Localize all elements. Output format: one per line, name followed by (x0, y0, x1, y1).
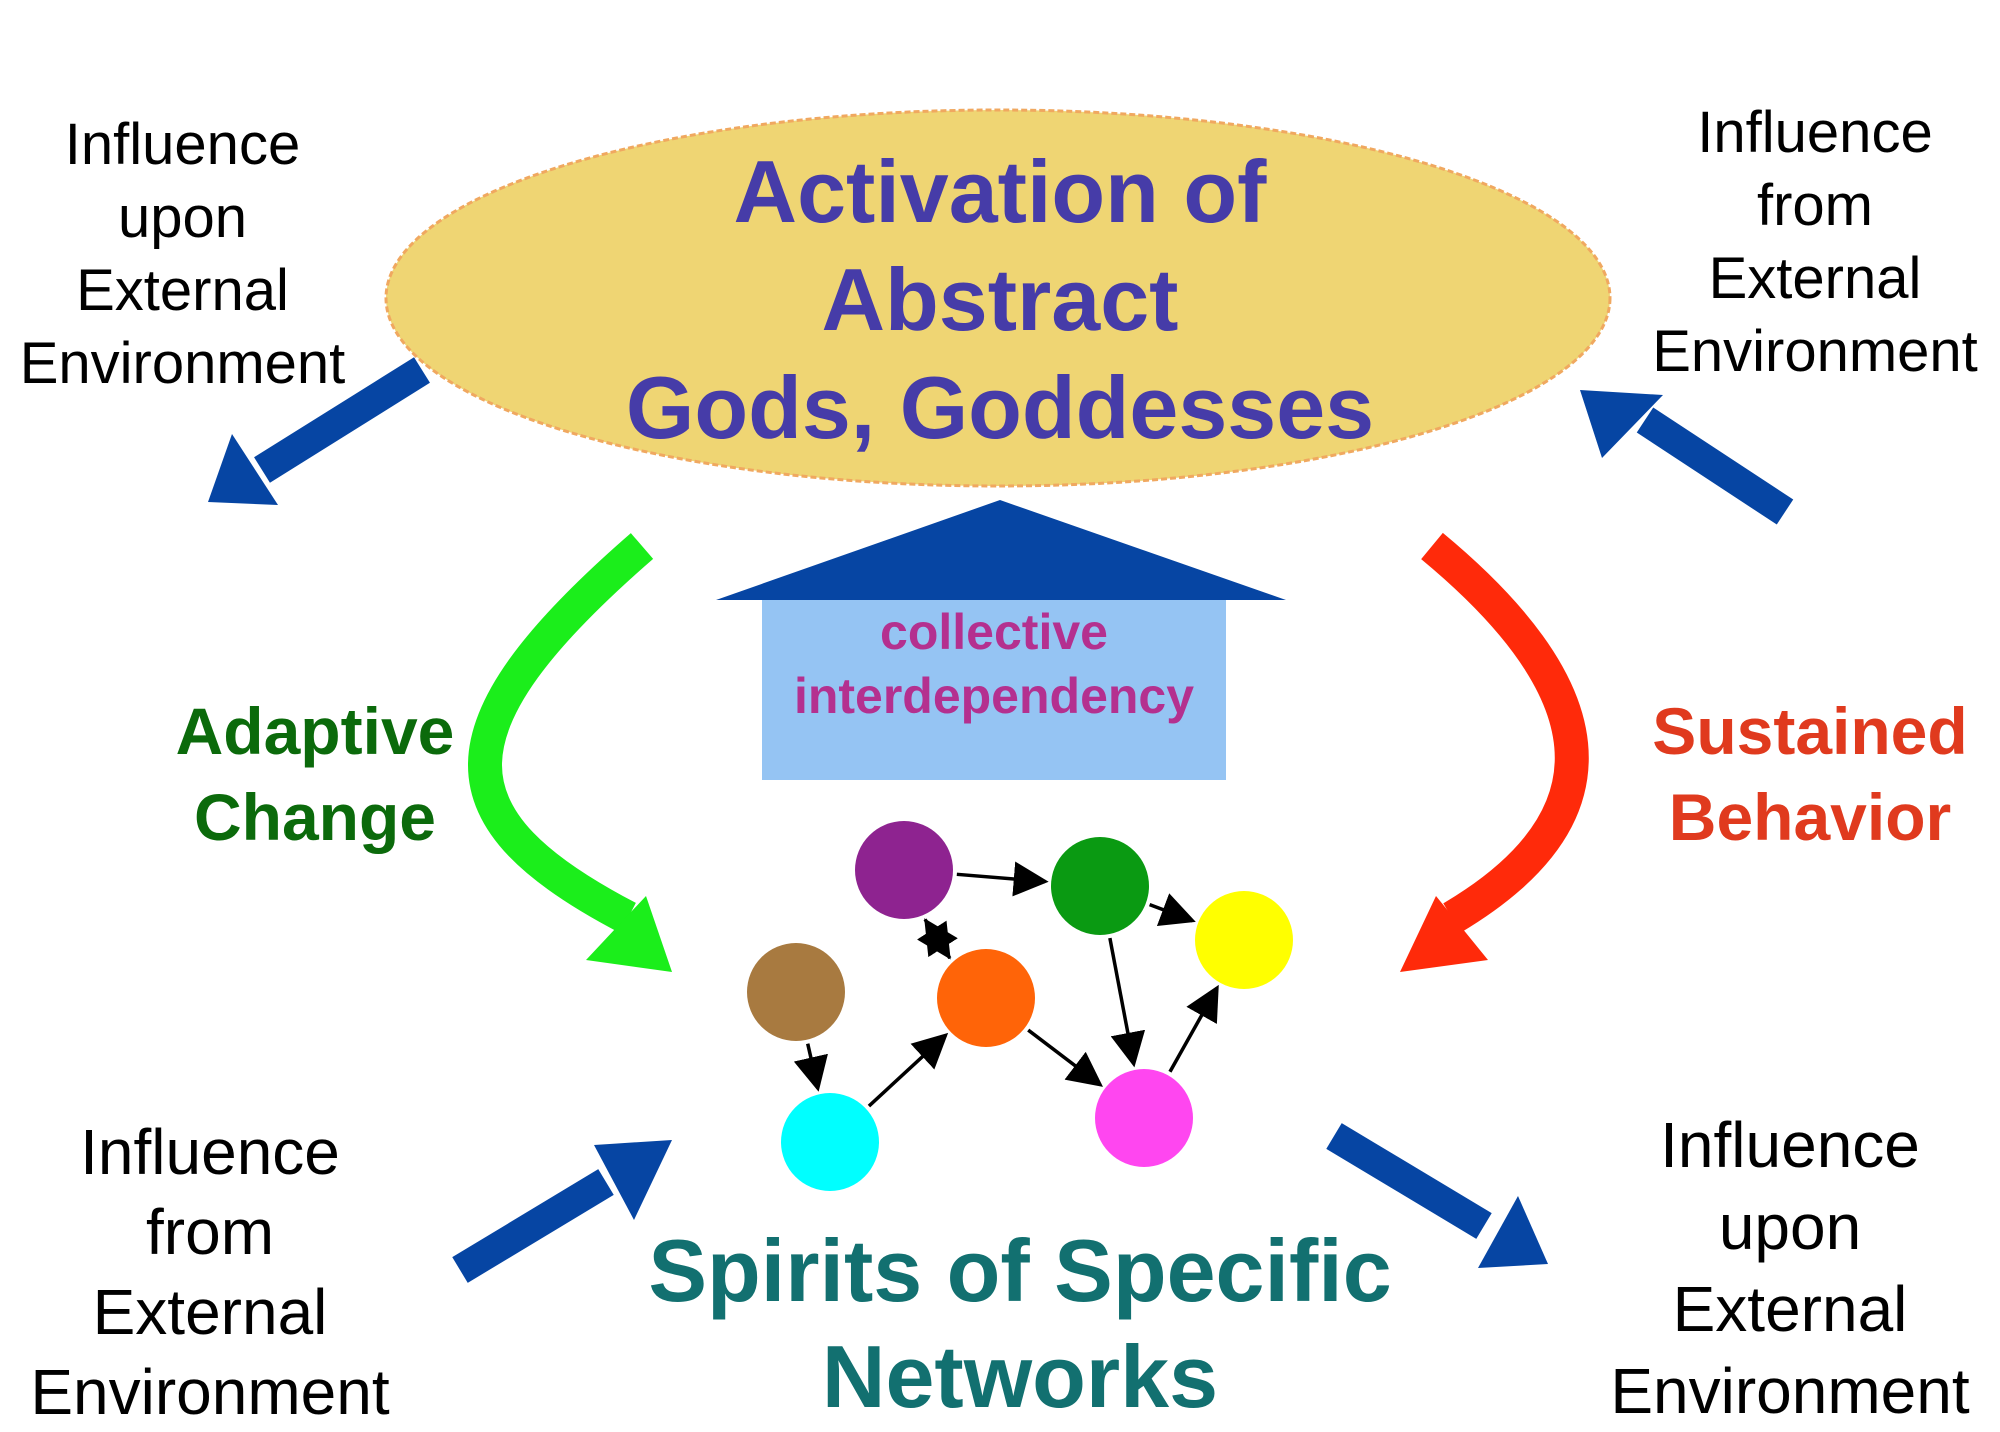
corner-tl-line-2: upon (117, 185, 248, 250)
corner-bl-line-2: from (146, 1196, 274, 1268)
adaptive-change-line-1: Adaptive (175, 694, 455, 768)
network-nodes (747, 821, 1293, 1191)
corner-bl-line-1: Influence (80, 1116, 340, 1188)
sustained-behavior-label: Sustained Behavior (1620, 688, 2000, 860)
network-edges (793, 861, 1219, 1108)
network-node-orange (937, 949, 1035, 1047)
corner-tr-line-1: Influence (1697, 100, 1933, 165)
corner-label-top-right: Influence from External Environment (1630, 96, 2000, 388)
gods-ellipse (384, 108, 1612, 488)
network-node-purple (855, 821, 953, 919)
network-node-green (1051, 837, 1149, 935)
adaptive-change-arrow (468, 533, 672, 972)
interdependency-line-2: interdependency (793, 668, 1195, 724)
network-edge-cyan-to-orange (867, 1032, 949, 1108)
gods-title-line-2: Abstract (821, 250, 1179, 349)
corner-label-top-left: Influence upon External Environment (0, 108, 365, 400)
network-node-yellow (1195, 891, 1293, 989)
arrow-influence-from-top-right (1580, 390, 1794, 525)
sustained-behavior-line-1: Sustained (1652, 694, 1968, 768)
collective-interdependency-arrow (716, 500, 1286, 780)
gods-title: Activation of Abstract Gods, Goddesses (560, 138, 1440, 462)
corner-tl-line-1: Influence (64, 112, 301, 177)
interdependency-box (762, 598, 1226, 780)
network-edge-brown-to-cyan (793, 1043, 828, 1092)
corner-tl-line-3: External (76, 258, 289, 323)
arrow-influence-from-bottom-left (452, 1140, 672, 1283)
interdependency-label: collective interdependency (762, 600, 1226, 728)
spirits-title: Spirits of Specific Networks (560, 1218, 1480, 1430)
network-edge-green-to-yellow (1149, 893, 1196, 927)
gods-title-line-3: Gods, Goddesses (625, 358, 1375, 457)
spirits-title-line-1: Spirits of Specific (648, 1221, 1392, 1320)
network-node-brown (747, 943, 845, 1041)
interdependency-line-1: collective (880, 604, 1108, 660)
corner-br-line-3: External (1672, 1273, 1908, 1345)
adaptive-change-line-2: Change (193, 780, 437, 854)
network-node-cyan (781, 1093, 879, 1191)
corner-tl-line-4: Environment (19, 331, 346, 396)
corner-bl-line-4: Environment (30, 1356, 390, 1428)
network-edge-green-to-magenta (1108, 937, 1146, 1068)
network-node-magenta (1095, 1069, 1193, 1167)
corner-tr-line-2: from (1757, 173, 1873, 238)
corner-label-bottom-right: Influence upon External Environment (1580, 1104, 2000, 1432)
gods-title-line-1: Activation of (733, 142, 1267, 241)
network-edge-orange-to-magenta (1027, 1028, 1103, 1087)
arrow-influence-upon-bottom-right (1326, 1123, 1548, 1268)
adaptive-change-label: Adaptive Change (150, 688, 480, 860)
corner-bl-line-3: External (92, 1276, 328, 1348)
network-edge-purple-to-green (956, 861, 1049, 897)
network-edge-orange-to-purple (924, 918, 958, 960)
network-edge-magenta-to-yellow (1168, 984, 1219, 1073)
corner-label-bottom-left: Influence from External Environment (0, 1112, 420, 1432)
arrow-influence-upon-top-left (208, 357, 430, 505)
sustained-behavior-line-2: Behavior (1668, 780, 1952, 854)
spirits-title-line-2: Networks (821, 1327, 1219, 1426)
corner-br-line-1: Influence (1660, 1109, 1920, 1181)
corner-br-line-2: upon (1718, 1191, 1862, 1263)
corner-tr-line-4: Environment (1652, 319, 1978, 384)
sustained-behavior-arrow (1400, 532, 1589, 972)
interdependency-arrowhead (716, 500, 1286, 600)
corner-tr-line-3: External (1708, 246, 1922, 311)
corner-br-line-4: Environment (1610, 1355, 1970, 1427)
